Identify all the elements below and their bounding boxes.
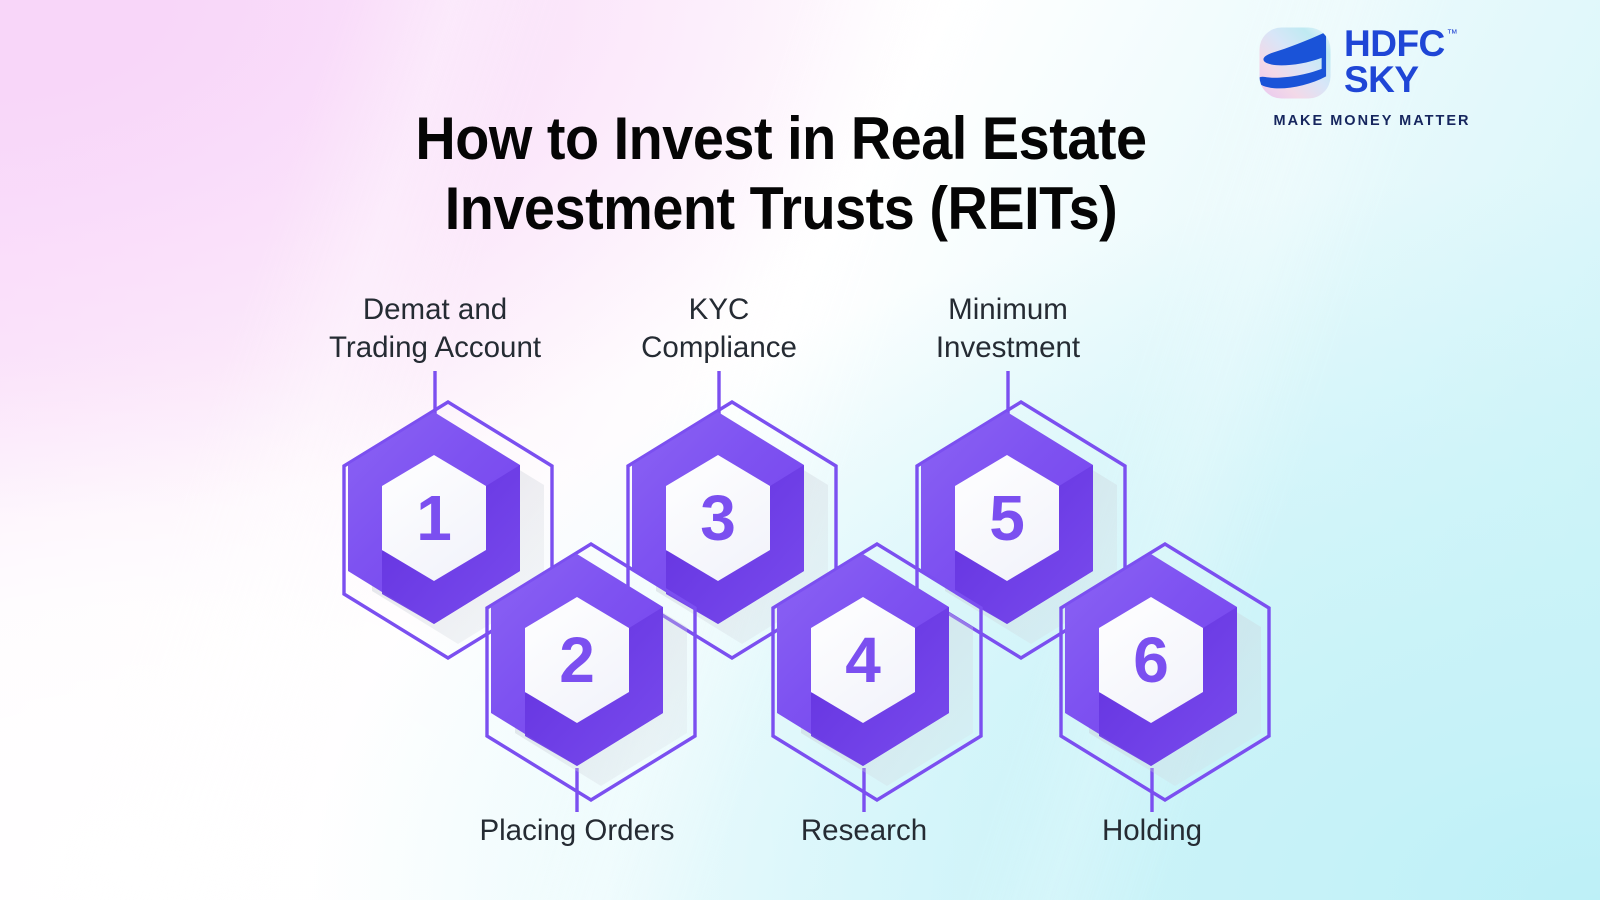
hex-node-3[interactable]: 3	[626, 400, 838, 660]
page-title: How to Invest in Real Estate Investment …	[349, 104, 1214, 244]
step-label-6: Holding	[1101, 814, 1203, 847]
logo-tagline: MAKE MONEY MATTER	[1273, 113, 1471, 129]
hex-number-2: 2	[559, 624, 595, 696]
hex-node-2[interactable]: 2	[485, 542, 697, 802]
trademark-icon: ™	[1446, 28, 1458, 40]
logo-lockup: HDFC ™ SKY	[1258, 23, 1486, 100]
step-label-5: Minimum Investment	[935, 293, 1081, 365]
logo-wordmark: HDFC ™ SKY	[1344, 23, 1458, 100]
hdfc-sky-swoosh-icon	[1259, 27, 1331, 99]
hex-number-1: 1	[416, 482, 452, 554]
logo-text-sky: SKY	[1344, 58, 1419, 100]
hex-node-6[interactable]: 6	[1059, 542, 1271, 802]
hex-node-4[interactable]: 4	[771, 542, 983, 802]
step-label-3: KYC Compliance	[641, 293, 797, 365]
hex-number-5: 5	[989, 482, 1025, 554]
step-label-2: Placing Orders	[479, 814, 675, 847]
logo-text-hdfc: HDFC	[1344, 23, 1445, 64]
page-title-line-2: Investment Trusts (REITs)	[444, 175, 1118, 243]
hdfc-sky-logo: HDFC ™ SKY MAKE MONEY MATTER	[1258, 23, 1486, 129]
step-label-4: Research	[800, 814, 928, 847]
hex-number-3: 3	[700, 482, 736, 554]
hex-node-1[interactable]: 1	[342, 400, 554, 660]
step-label-1: Demat and Trading Account	[328, 293, 542, 365]
hex-number-6: 6	[1133, 624, 1169, 696]
hex-node-5[interactable]: 5	[915, 400, 1127, 660]
page-title-line-1: How to Invest in Real Estate	[415, 105, 1147, 172]
hex-number-4: 4	[845, 624, 881, 696]
